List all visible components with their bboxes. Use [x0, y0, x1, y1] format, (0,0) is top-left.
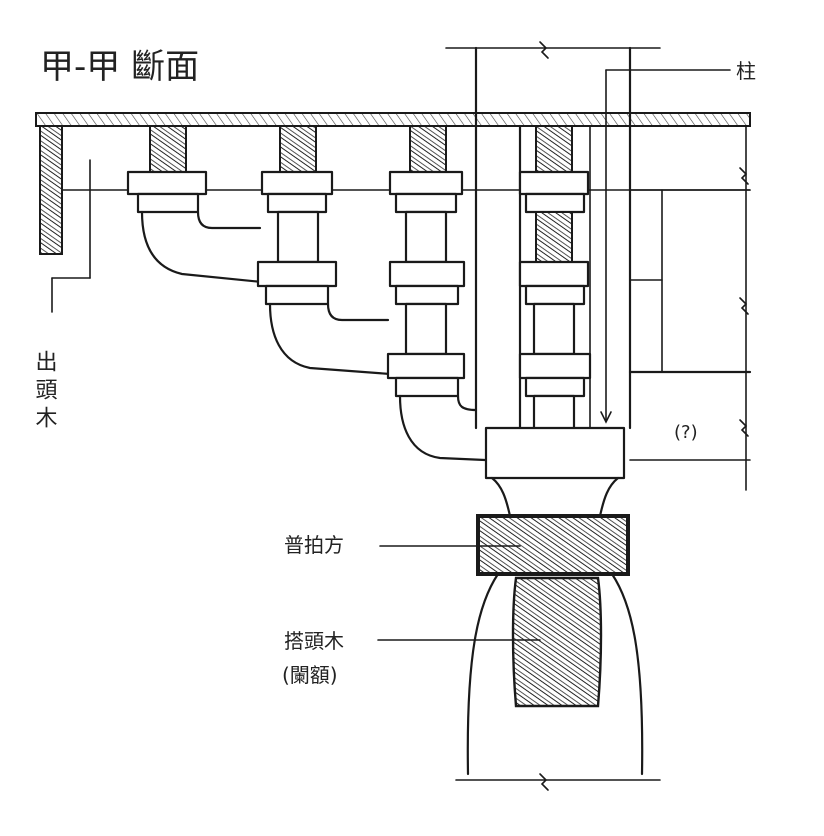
tie-beam-alias-label: (闌額): [282, 663, 338, 687]
bracket-lintel: [476, 514, 630, 576]
bracket-lintel-label: 普拍方: [284, 533, 344, 557]
projecting-beam-label: 出頭木: [32, 350, 58, 434]
section-title: 甲-甲 斷面: [40, 47, 199, 87]
bracket-set-1: [126, 125, 264, 284]
tie-beam-label: 搭頭木: [284, 629, 344, 653]
uncertain-label: (?): [674, 422, 698, 443]
right-wall-frame: [628, 125, 752, 491]
column-label: 柱: [736, 59, 756, 83]
roof-board: [35, 112, 751, 127]
column-shaft: [445, 41, 661, 430]
tie-beam: [511, 576, 603, 708]
bracket-set-3: [386, 125, 487, 462]
bracket-set-2: [256, 125, 392, 376]
cap-block: [484, 426, 626, 518]
projecting-beam-end: [39, 125, 63, 255]
projecting-beam-text: 出頭木: [32, 350, 58, 434]
bracket-set-4: [518, 125, 592, 460]
